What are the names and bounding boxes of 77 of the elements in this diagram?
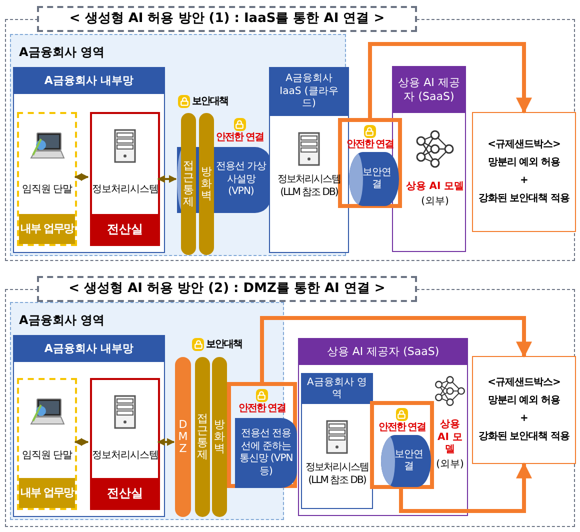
model-label: 상용 AI 모델 (406, 181, 464, 194)
system-label: 정보처리시스템 (LLM 참조 DB) (304, 462, 370, 487)
section-title-box (37, 6, 417, 32)
tag-label: 보안대책 (192, 96, 228, 106)
security-bar (212, 357, 227, 517)
header-label: A금융회사 IaaS (클라우드) (278, 73, 340, 111)
region-label: A금융회사 영역 (19, 45, 104, 59)
dmz-bar (175, 357, 191, 517)
computer-room-box (90, 112, 160, 246)
terminal-box (17, 378, 77, 510)
vertical-label: 접근통제 (183, 160, 194, 208)
area-box (301, 373, 373, 509)
network-box (13, 67, 165, 253)
sandbox-title: <규제샌드박스> (488, 378, 560, 388)
device-label: 임직원 단말 (22, 183, 72, 197)
zone-label: 전산실 (107, 221, 143, 238)
header-label: A금융회사 내부망 (44, 340, 134, 357)
device-label: 임직원 단말 (22, 449, 72, 463)
network-pipe (235, 418, 297, 488)
tag-label: 보안대책 (206, 340, 242, 350)
provider-box (298, 338, 468, 516)
vertical-label: 방화벽 (214, 418, 225, 456)
connection-label: 전용선 전용선에 준하는 통신망 (VPN 등) (239, 428, 293, 478)
model-note: (외부) (421, 194, 449, 208)
tag-label: 안전한 연결 (378, 423, 426, 433)
section-title: < 생성형 AI 허용 방안 (1) : IaaS를 통한 AI 연결 > (69, 10, 385, 28)
security-bar (199, 113, 214, 255)
connector-arrow (399, 462, 532, 513)
header-label: A금융회사 내부망 (44, 72, 134, 89)
highlight-frame (370, 401, 434, 489)
connector-arrow (260, 316, 532, 382)
secure-connection-cylinder (381, 435, 431, 487)
vertical-label: 접근통제 (197, 412, 208, 462)
zone-label: 내부 업무망 (20, 484, 74, 501)
tag-label: 안전한 연결 (238, 404, 286, 414)
network-box (13, 335, 165, 517)
double-arrow (74, 173, 89, 181)
cloud-box (269, 67, 349, 253)
terminal-box (17, 112, 77, 246)
connection-label: 보안연결 (393, 448, 424, 474)
secure-connection-cylinder (349, 152, 399, 206)
sandbox-text: + (520, 176, 528, 186)
header-label: 상용 AI 제공자 (SaaS) (326, 345, 440, 359)
vertical-label: DMZ (178, 418, 188, 456)
sandbox-text: 강화된 보안대책 적용 (478, 194, 570, 204)
provider-box (392, 66, 466, 252)
sandbox-title: <규제샌드박스> (488, 140, 560, 150)
connector-arrow (368, 42, 532, 118)
double-arrow (74, 438, 89, 446)
sandbox-box (472, 356, 576, 464)
section-title-box (37, 276, 417, 302)
double-arrow (157, 175, 177, 183)
computer-room-box (90, 378, 160, 510)
highlight-frame (227, 382, 297, 488)
area-region (10, 34, 346, 256)
security-bar (181, 113, 196, 255)
device-label: 정보처리시스템 (92, 183, 158, 197)
region-label: A금융회사 영역 (19, 313, 104, 327)
model-note: (외부) (436, 458, 464, 472)
sandbox-box (472, 112, 576, 232)
zone-label: 내부 업무망 (20, 220, 74, 237)
sandbox-text: 망분리 예외 허용 (488, 158, 560, 168)
double-arrow (157, 438, 175, 446)
connection-label: 보안연결 (361, 166, 392, 192)
sandbox-text: + (520, 414, 528, 424)
sandbox-text: 강화된 보안대책 적용 (478, 432, 570, 442)
section-title: < 생성형 AI 허용 방안 (2) : DMZ를 통한 AI 연결 > (68, 280, 386, 298)
device-label: 정보처리시스템 (92, 449, 158, 463)
zone-label: 전산실 (107, 485, 143, 502)
tag-label: 안전한 연결 (216, 133, 264, 143)
header-label: 상용 AI 제공자 (SaaS) (397, 76, 461, 104)
model-label: 상용 AI 모델 (436, 419, 464, 456)
vertical-label: 방화벽 (201, 166, 212, 202)
sandbox-text: 망분리 예외 허용 (488, 396, 560, 406)
connection-label: 전용선 가상사설망(VPN) (215, 161, 267, 199)
security-bar (195, 357, 210, 517)
header-label: A금융회사 영역 (306, 376, 368, 402)
